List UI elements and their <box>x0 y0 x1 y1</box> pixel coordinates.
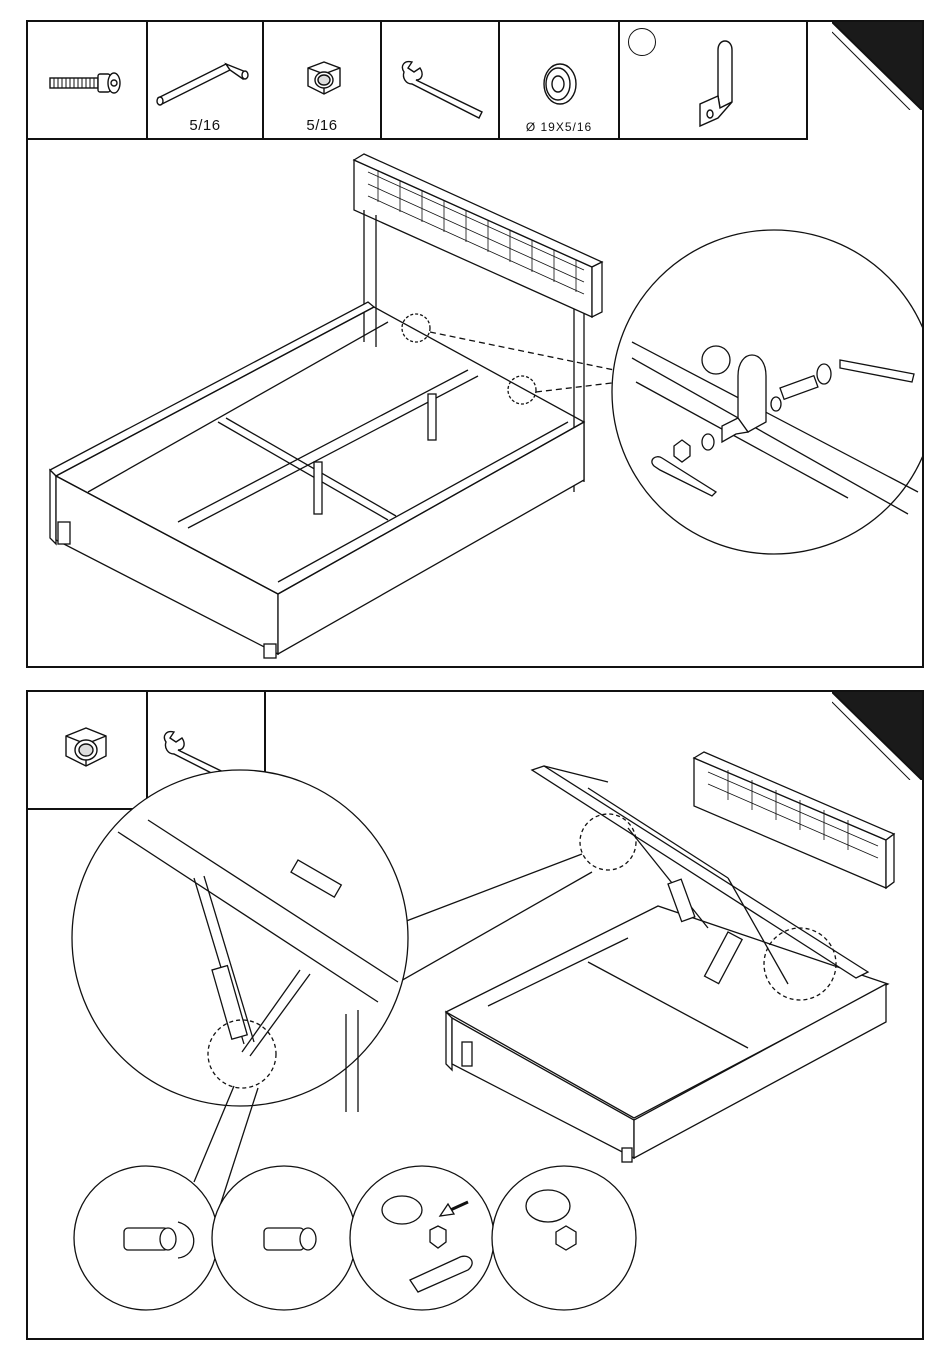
gas-lift-assembly-illustration <box>28 692 922 1338</box>
step-2-panel <box>26 690 924 1340</box>
storage-bed <box>446 752 894 1162</box>
gas-strut-detail-zoom <box>72 770 408 1112</box>
bed-frame <box>50 302 584 658</box>
bed-frame-assembly-illustration <box>28 22 922 666</box>
nut-fastening-sequence <box>74 1166 636 1310</box>
bracket-detail-zoom <box>612 230 922 554</box>
step-1-panel: 5/16 5/16 <box>26 20 924 668</box>
